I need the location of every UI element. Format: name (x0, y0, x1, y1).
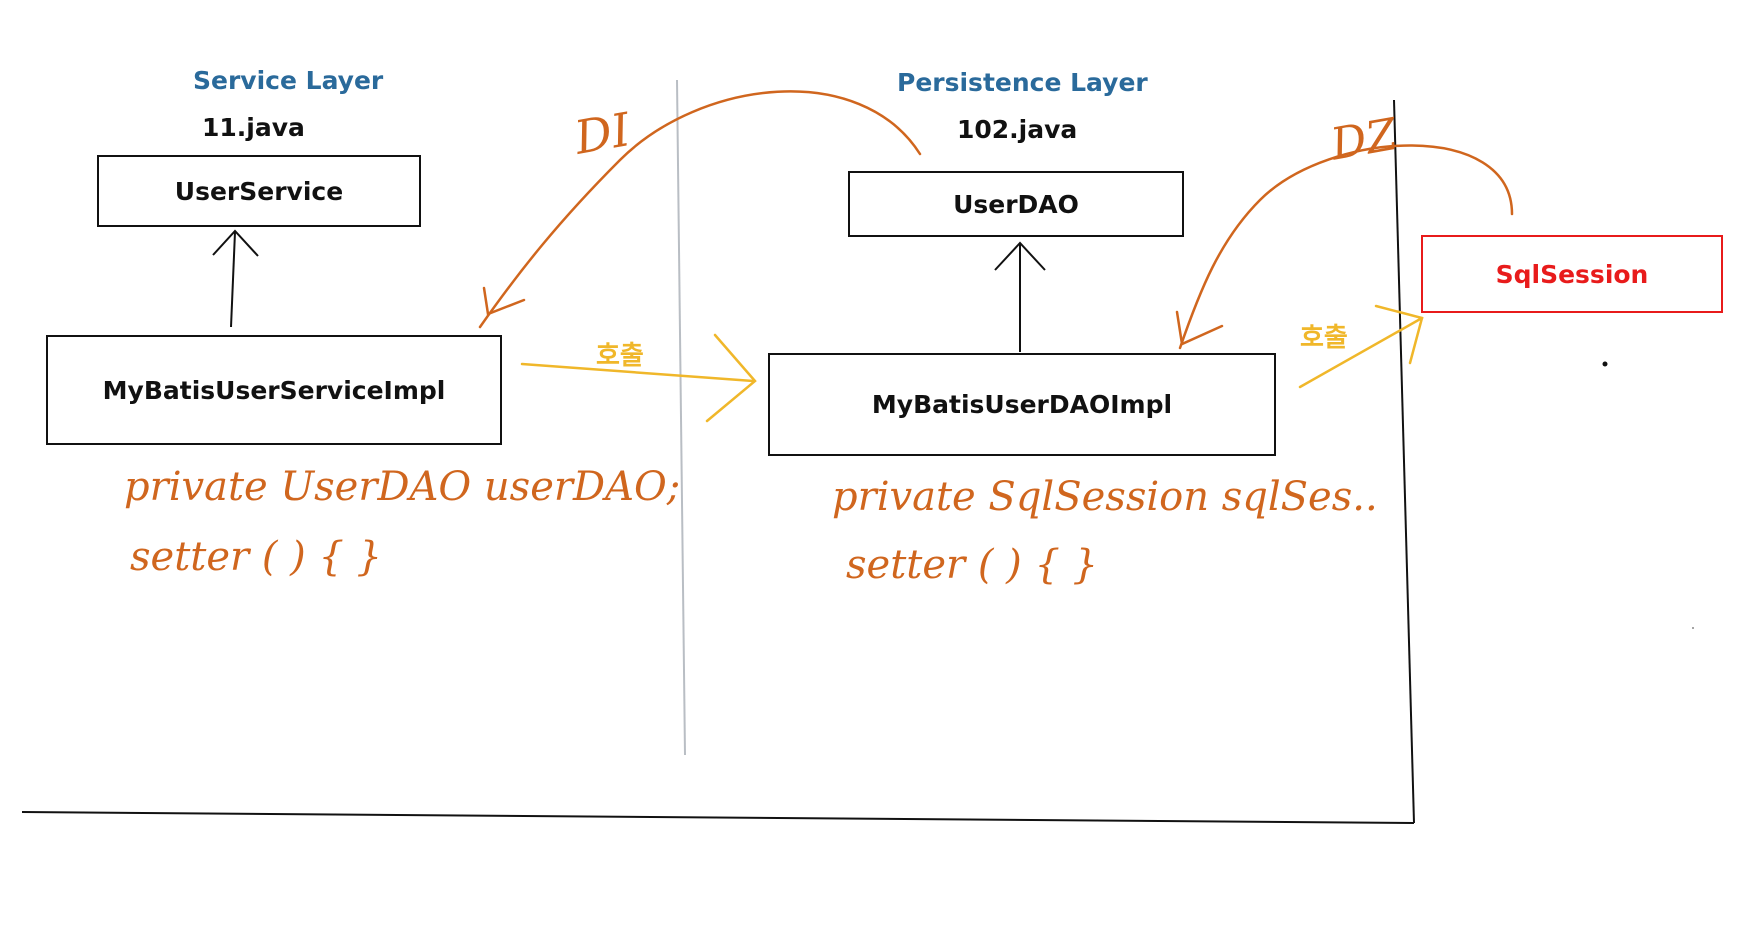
service-impl-box: MyBatisUserServiceImpl (46, 335, 502, 445)
call-label-right: 호출 (1300, 323, 1348, 353)
stray-dot (1602, 361, 1608, 367)
service-field-note: private UserDAO userDAO; (124, 464, 680, 510)
dao-field-note: private SqlSession sqlSes.. (832, 474, 1378, 520)
sql-session-box: SqlSession (1421, 235, 1723, 313)
di-arrow-right (1175, 144, 1514, 350)
di-label-left: DI (570, 102, 635, 165)
service-file-label: 11.java (202, 113, 305, 142)
right-border-line (1393, 99, 1415, 824)
di-label-right: DZ (1326, 109, 1402, 171)
user-dao-box: UserDAO (848, 171, 1184, 237)
service-layer-title: Service Layer (193, 66, 384, 95)
user-service-box: UserService (97, 155, 421, 227)
call-label-left: 호출 (596, 341, 644, 371)
call-arrow-left (520, 333, 757, 423)
bottom-border-line (21, 811, 1415, 824)
stray-dot-small (1692, 627, 1694, 629)
service-inherit-arrow (212, 229, 259, 328)
dao-impl-box: MyBatisUserDAOImpl (768, 353, 1276, 456)
persistence-layer-title: Persistence Layer (897, 68, 1148, 97)
dao-setter-note: setter ( ) { } (846, 542, 1098, 588)
di-arrow-left (478, 90, 922, 329)
service-setter-note: setter ( ) { } (130, 534, 382, 580)
layer-divider-line (676, 79, 686, 756)
persistence-file-label: 102.java (957, 115, 1078, 144)
call-arrow-right (1298, 304, 1424, 389)
dao-inherit-arrow (994, 241, 1046, 352)
